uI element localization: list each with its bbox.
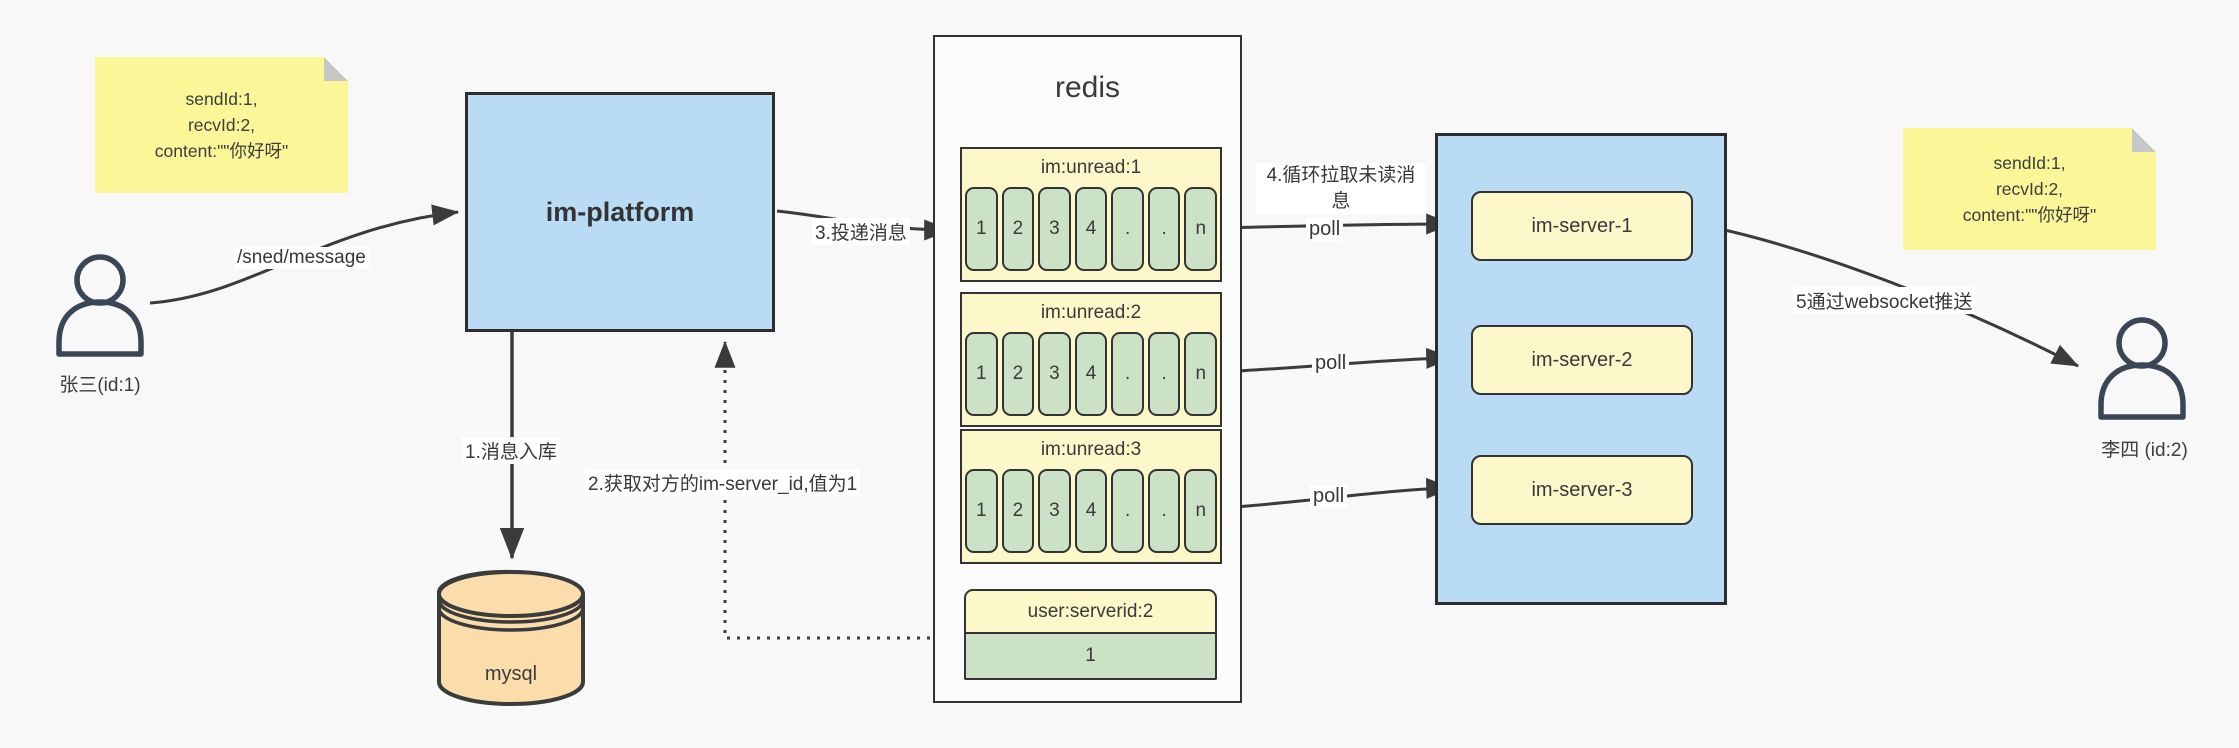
redis-title: redis [1054, 71, 1121, 104]
queue-cell: 1 [965, 187, 998, 271]
mysql-label: mysql [484, 663, 538, 685]
queue-header: im:unread:2 [1040, 302, 1142, 323]
edge-label-step2: 2.获取对方的im-server_id,值为1 [585, 469, 861, 496]
sender-label: 张三(id:1) [59, 375, 141, 396]
queue-cell: 2 [1001, 469, 1035, 553]
queue-header: im:unread:1 [1040, 157, 1142, 178]
im-platform-title: im-platform [545, 196, 695, 227]
note-line: content:""你好呀" [154, 141, 289, 162]
queue-cell: 4 [1074, 187, 1108, 271]
edge-label-poll-3: poll [1310, 485, 1348, 508]
queue-cell: 3 [1038, 469, 1071, 553]
note-line: content:""你好呀" [1962, 205, 2097, 226]
note-line: recvId:2, [1995, 178, 2064, 199]
edge-label-step3: 3.投递消息 [812, 218, 910, 245]
edge-label-send-api: /sned/message [234, 247, 369, 269]
queue-cell: 1 [965, 469, 998, 553]
queue-cell: . [1147, 469, 1181, 553]
note-line: sendId:1, [1993, 152, 2066, 173]
queue-cell: . [1147, 332, 1181, 416]
queue-cell: 4 [1074, 332, 1108, 416]
person-sender-icon [52, 250, 148, 362]
arrow-step2-dashed-serverid [714, 340, 960, 640]
queue-cell: n [1184, 332, 1218, 416]
database-cylinder-icon [436, 569, 585, 706]
im-platform-box: im-platform [465, 92, 775, 332]
edge-label-poll-1: poll [1306, 218, 1344, 241]
queue-cell: 1 [965, 332, 998, 416]
sticky-note-receiver: sendId:1, recvId:2, content:""你好呀" [1903, 128, 2156, 250]
im-server-2-box: im-server-2 [1471, 325, 1693, 395]
sticky-note-sender: sendId:1, recvId:2, content:""你好呀" [95, 57, 348, 193]
queue-cell: . [1147, 187, 1181, 271]
kv-key: user:serverid:2 [964, 589, 1217, 634]
kv-value: 1 [964, 634, 1217, 680]
queue-cell: . [1111, 469, 1144, 553]
queue-header: im:unread:3 [1040, 439, 1142, 460]
note-line: sendId:1, [185, 88, 258, 109]
receiver-label: 李四 (id:2) [2101, 440, 2188, 461]
queue-cell: 3 [1038, 332, 1071, 416]
edge-label-poll-2: poll [1312, 352, 1350, 375]
queue-cell: n [1184, 469, 1218, 553]
queue-cell: . [1111, 332, 1144, 416]
im-server-3-box: im-server-3 [1471, 455, 1693, 525]
edge-label-step1: 1.消息入库 [462, 437, 560, 464]
queue-cell: 3 [1038, 187, 1071, 271]
queue-cell: 2 [1001, 187, 1035, 271]
edge-label-step5: 5通过websocket推送 [1793, 287, 1976, 314]
arrow-step5-websocket [1690, 221, 2080, 368]
person-receiver-icon [2094, 313, 2190, 425]
mysql-db: mysql [435, 568, 587, 710]
note-line: recvId:2, [187, 114, 256, 135]
queue-cell: 4 [1074, 469, 1108, 553]
queue-cell: 2 [1001, 332, 1035, 416]
queue-cell: . [1111, 187, 1144, 271]
edge-label-step4: 4.循环拉取未读消息 [1256, 163, 1426, 215]
im-server-1-box: im-server-1 [1471, 191, 1693, 261]
im-server-cluster: im-server-1 im-server-2 im-server-3 [1435, 133, 1727, 605]
queue-cell: n [1184, 187, 1218, 271]
kv-user-serverid: user:serverid:2 1 [964, 589, 1217, 680]
